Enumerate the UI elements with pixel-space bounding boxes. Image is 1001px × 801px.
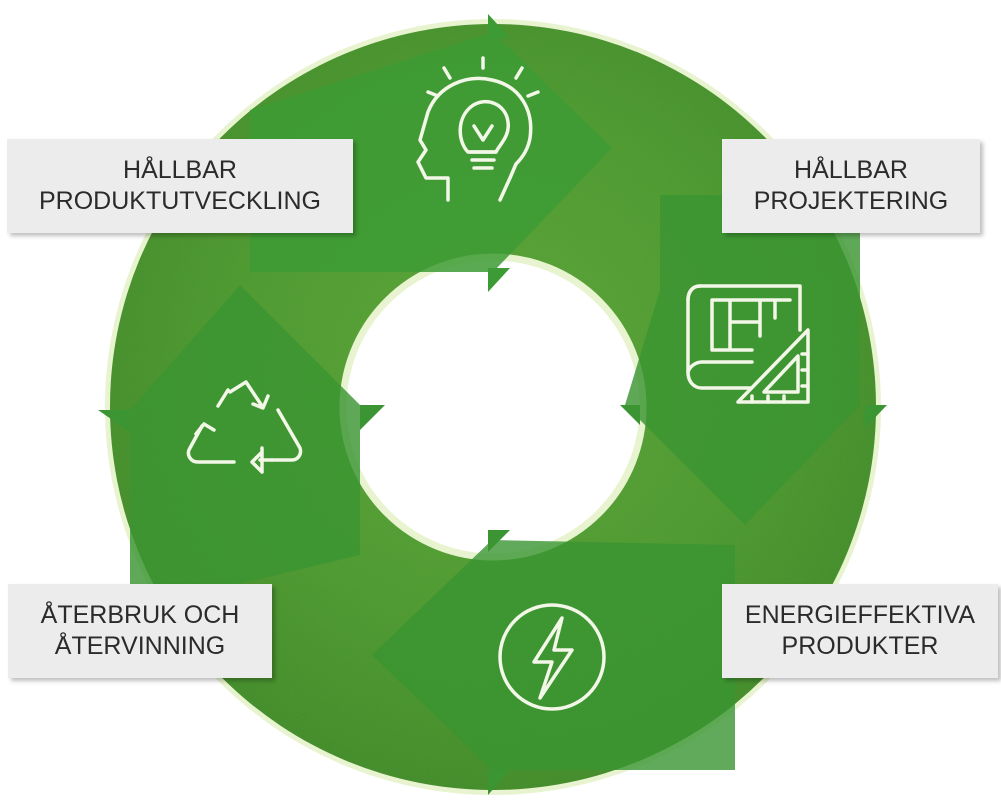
label-energy-efficient-products: ENERGIEFFEKTIVA PRODUKTER bbox=[722, 584, 998, 678]
label-line: PRODUKTER bbox=[781, 632, 939, 660]
label-line: ÅTERBRUK OCH bbox=[40, 601, 240, 629]
lightning-bolt-icon bbox=[498, 603, 606, 711]
label-line: PROJEKTERING bbox=[753, 187, 949, 215]
label-line: HÅLLBAR bbox=[123, 156, 237, 184]
blueprint-set-square-icon bbox=[686, 284, 810, 404]
arrow-left bbox=[98, 285, 385, 610]
label-sustainable-design: HÅLLBAR PROJEKTERING bbox=[722, 139, 980, 233]
label-sustainable-product-development: HÅLLBAR PRODUKTUTVECKLING bbox=[7, 139, 353, 233]
arrow-right bbox=[620, 195, 887, 525]
arrow-bottom bbox=[372, 530, 735, 795]
label-line: HÅLLBAR bbox=[794, 156, 908, 184]
head-lightbulb-icon bbox=[416, 56, 540, 202]
recycle-icon bbox=[186, 380, 303, 474]
label-line: PRODUKTUTVECKLING bbox=[39, 187, 321, 215]
inner-rim bbox=[339, 253, 647, 561]
label-line: ENERGIEFFEKTIVA bbox=[744, 601, 976, 629]
label-line: ÅTERVINNING bbox=[54, 632, 226, 660]
label-reuse-recycling: ÅTERBRUK OCH ÅTERVINNING bbox=[8, 584, 272, 678]
